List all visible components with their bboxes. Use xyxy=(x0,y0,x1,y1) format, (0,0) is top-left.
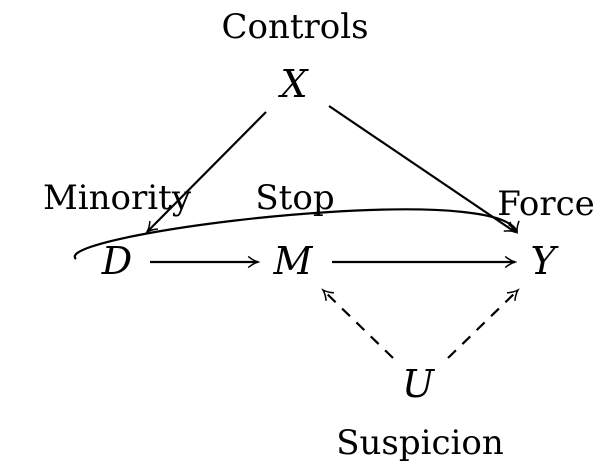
edge-x-to-d xyxy=(147,111,267,232)
suspicion-label: Suspicion xyxy=(336,423,504,463)
edge-x-to-y xyxy=(328,105,515,232)
node-y: Y xyxy=(530,239,559,283)
node-x: X xyxy=(277,62,309,106)
minority-label: Minority xyxy=(43,178,192,218)
controls-label: Controls xyxy=(221,7,368,47)
edge-u-to-m-dashed xyxy=(323,290,394,359)
stop-label: Stop xyxy=(255,178,334,218)
node-m: M xyxy=(273,239,314,283)
edge-d-to-y-curved xyxy=(73,208,517,260)
node-d: D xyxy=(101,239,132,283)
edge-u-to-y-dashed xyxy=(447,290,518,359)
force-label: Force xyxy=(497,184,595,224)
node-u: U xyxy=(402,362,436,406)
